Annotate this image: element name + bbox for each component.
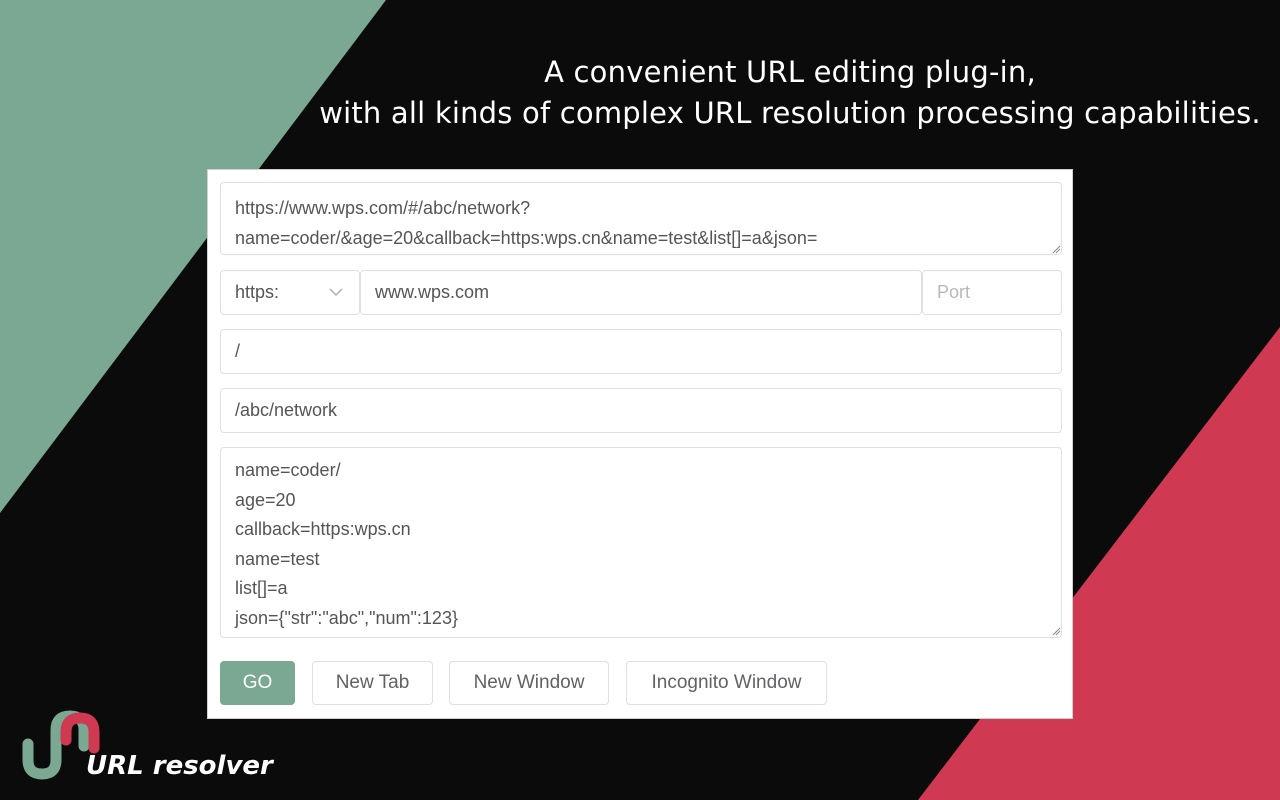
query-line: callback=https:wps.cn — [235, 519, 411, 540]
headline-line-1: A convenient URL editing plug-in, — [544, 55, 1036, 89]
query-line: json={"str":"abc","num":123} — [235, 607, 458, 628]
new-tab-button[interactable]: New Tab — [312, 661, 433, 705]
query-line: age=20 — [235, 489, 296, 510]
port-input[interactable]: Port — [922, 270, 1062, 315]
headline-line-2: with all kinds of complex URL resolution… — [319, 96, 1261, 130]
brand-name: URL resolver — [86, 751, 273, 781]
sage-triangle — [0, 0, 386, 513]
query-params-textarea[interactable]: name=coder/ age=20 callback=https:wps.cn… — [220, 447, 1062, 638]
protocol-select[interactable]: https: — [220, 270, 360, 315]
query-line: name=coder/ — [235, 460, 341, 480]
path-input[interactable]: / — [220, 329, 1062, 374]
url-textarea[interactable]: https://www.wps.com/#/abc/network? name=… — [220, 182, 1062, 255]
chevron-down-icon — [329, 288, 343, 296]
host-input[interactable]: www.wps.com — [360, 270, 922, 315]
url-resolver-logo-icon — [22, 710, 100, 780]
incognito-window-button[interactable]: Incognito Window — [626, 661, 827, 705]
protocol-select-value: https: — [235, 282, 280, 302]
resize-grip-icon[interactable] — [1051, 244, 1061, 254]
headline: A convenient URL editing plug-in, with a… — [300, 52, 1280, 134]
query-line: name=test — [235, 548, 320, 569]
url-editor-panel: https://www.wps.com/#/abc/network? name=… — [207, 169, 1073, 719]
new-window-button[interactable]: New Window — [449, 661, 609, 705]
query-line: list[]=a — [235, 578, 288, 599]
hash-input[interactable]: /abc/network — [220, 388, 1062, 433]
go-button[interactable]: GO — [220, 661, 295, 705]
resize-grip-icon[interactable] — [1051, 626, 1061, 636]
